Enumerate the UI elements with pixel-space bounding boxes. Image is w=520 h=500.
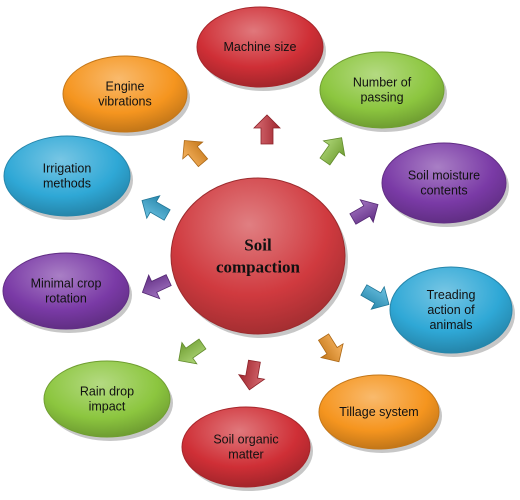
arrow-number-of-passing bbox=[319, 137, 346, 166]
arrow-shape bbox=[253, 114, 281, 145]
factor-ellipse bbox=[43, 360, 171, 438]
arrow-treading-action-of-animals bbox=[360, 284, 390, 310]
arrow-minimal-crop-rotation bbox=[141, 274, 172, 300]
factor-label-line: Rain drop bbox=[80, 385, 134, 399]
arrow-soil-moisture-contents bbox=[349, 199, 379, 225]
factor-ellipse bbox=[381, 142, 507, 224]
arrows-layer bbox=[141, 114, 390, 391]
factor-label-line: impact bbox=[89, 400, 126, 414]
center-ellipse bbox=[170, 177, 346, 335]
arrow-irrigation-methods bbox=[141, 195, 171, 221]
factor-label-line: Machine size bbox=[224, 40, 297, 54]
arrow-shape bbox=[182, 140, 209, 168]
factor-ellipse bbox=[318, 374, 440, 450]
factor-label-line: Soil organic bbox=[213, 433, 278, 447]
factor-ellipse bbox=[3, 135, 131, 217]
factor-tillage-system: Tillage system bbox=[318, 374, 442, 453]
factor-ellipse bbox=[196, 6, 324, 88]
arrow-shape bbox=[349, 199, 379, 225]
factor-ellipse bbox=[181, 406, 311, 488]
arrow-soil-organic-matter bbox=[237, 359, 266, 391]
arrow-shape bbox=[237, 359, 266, 391]
arrow-shape bbox=[317, 333, 344, 363]
arrow-machine-size bbox=[253, 114, 281, 145]
factor-ellipse bbox=[319, 51, 445, 129]
factor-label-line: Minimal crop bbox=[31, 277, 102, 291]
center-node: Soil compaction bbox=[170, 177, 348, 338]
factor-label-line: methods bbox=[43, 177, 91, 191]
arrow-rain-drop-impact bbox=[178, 338, 207, 365]
center-label-line: Soil bbox=[244, 236, 272, 255]
arrow-tillage-system bbox=[317, 333, 344, 363]
factor-label-line: Engine bbox=[106, 80, 145, 94]
factor-label-line: animals bbox=[429, 318, 472, 332]
factor-machine-size: Machine size bbox=[196, 6, 326, 91]
factor-label-line: action of bbox=[427, 303, 475, 317]
arrow-shape bbox=[141, 274, 172, 300]
factor-label-line: Number of bbox=[353, 76, 412, 90]
factor-label-line: matter bbox=[228, 448, 263, 462]
arrow-engine-vibrations bbox=[182, 140, 209, 168]
arrow-shape bbox=[360, 284, 390, 310]
factor-ellipse bbox=[2, 252, 130, 330]
factor-label-line: passing bbox=[360, 91, 403, 105]
arrow-shape bbox=[319, 137, 346, 166]
factor-label-line: rotation bbox=[45, 292, 87, 306]
factor-label-line: contents bbox=[420, 184, 467, 198]
arrow-shape bbox=[141, 195, 171, 221]
factor-label-line: Tillage system bbox=[339, 405, 418, 419]
factor-label-line: Soil moisture bbox=[408, 169, 480, 183]
center-layer: Soil compaction bbox=[170, 177, 348, 338]
factor-label-line: Irrigation bbox=[43, 162, 92, 176]
center-label-line: compaction bbox=[216, 258, 301, 277]
factor-ellipse bbox=[62, 55, 188, 133]
factor-label-line: vibrations bbox=[98, 95, 152, 109]
arrow-shape bbox=[178, 338, 207, 365]
factor-ellipse bbox=[389, 266, 513, 354]
factor-label-line: Treading bbox=[427, 288, 476, 302]
